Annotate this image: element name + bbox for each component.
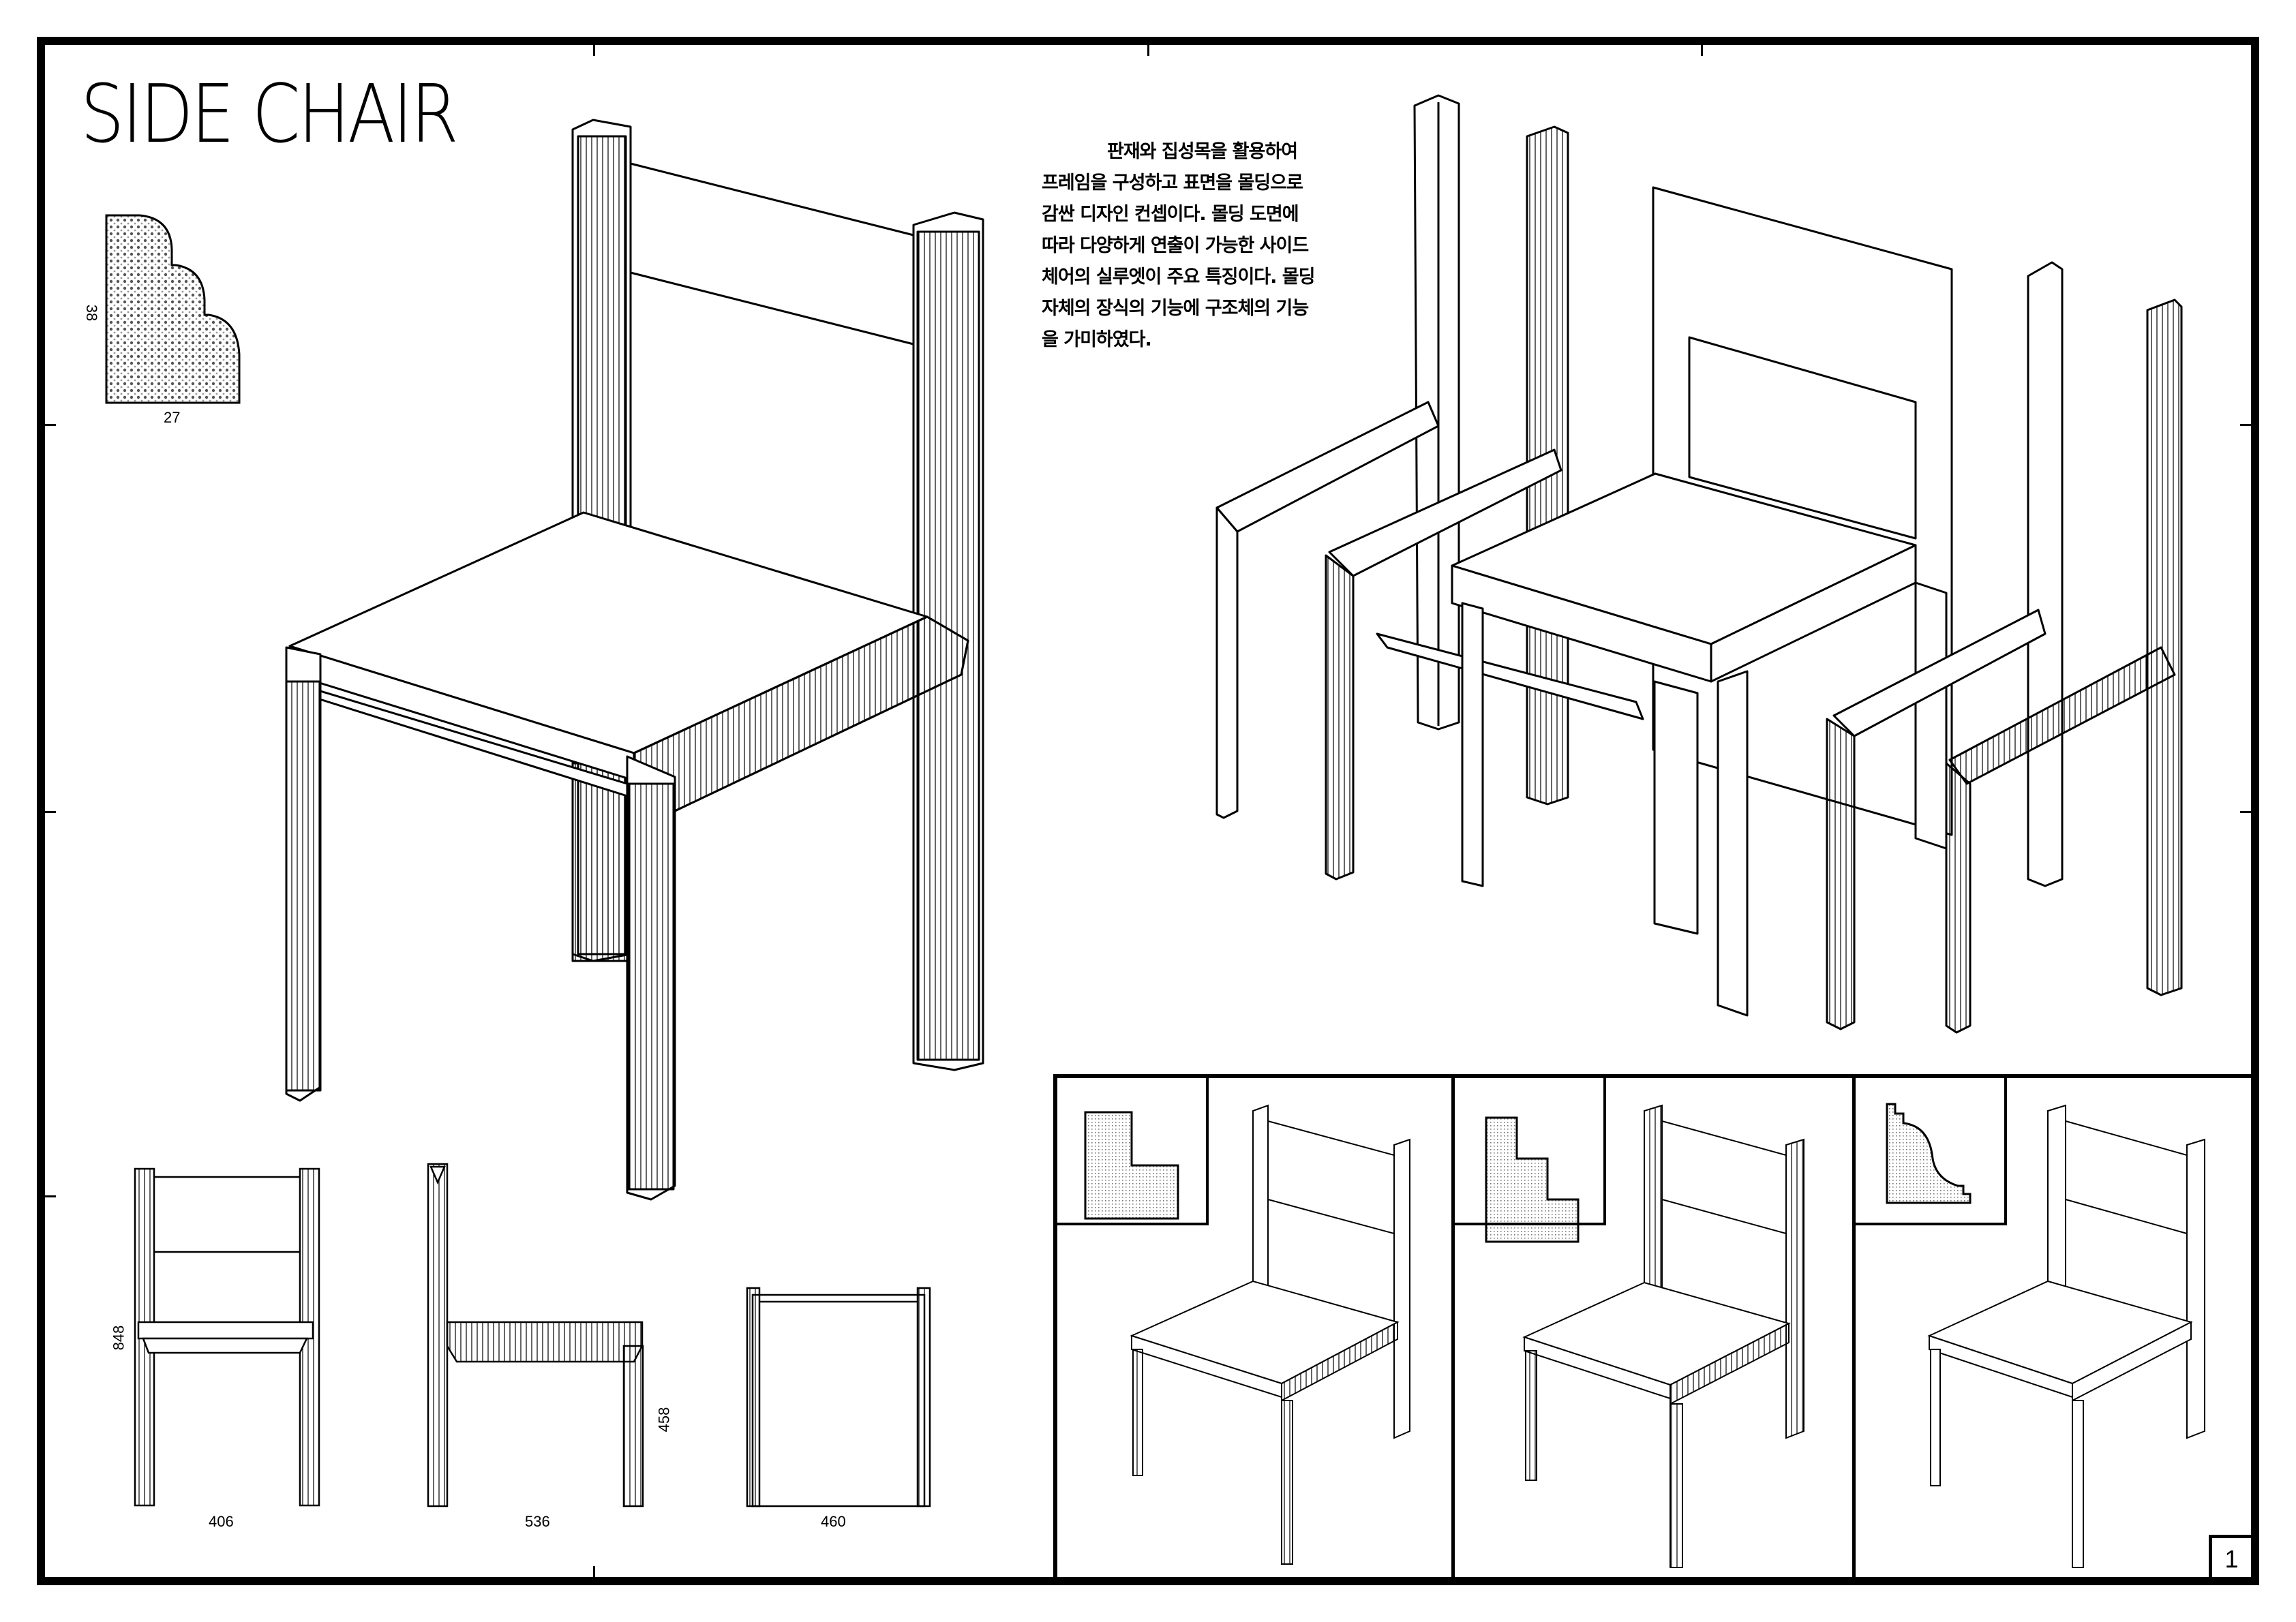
description-line: 체어의 실루엣이 주요 특징이다. 몰딩 [1042,266,1315,288]
registration-tick-left-2 [45,811,56,813]
variant-profile-inset-3 [1856,1078,2007,1225]
description-line: 판재와 집성목을 활용하여 [1107,141,1298,162]
orthographic-top-view [746,1287,931,1508]
variants-panel-left-border [1053,1074,1057,1578]
front-view-height-label: 848 [110,1325,127,1351]
variant-chair-1 [1130,1104,1410,1565]
registration-tick-top-2 [1147,45,1149,56]
page-title: SIDE CHAIR [80,67,459,161]
design-description: 판재와 집성목을 활용하여 프레임을 구성하고 표면을 몰딩으로 감싼 디자인 … [1042,136,1342,356]
registration-tick-right-2 [2240,811,2251,813]
registration-tick-top-3 [1701,45,1703,56]
variant-profile-1 [1084,1111,1179,1220]
orthographic-side-view [427,1163,644,1508]
molding-profile-main [105,214,241,404]
registration-tick-top-1 [593,45,595,56]
description-line: 따라 다양하게 연출이 가능한 사이드 [1042,235,1309,256]
page-frame [37,37,2259,1585]
profile-height-label: 38 [83,304,101,322]
orthographic-front-view [134,1167,320,1507]
description-line: 감싼 디자인 컨셉이다. 몰딩 도면에 [1042,204,1299,225]
page-number: 1 [2209,1535,2259,1585]
variant-profile-2 [1485,1116,1580,1243]
registration-tick-right-1 [2240,424,2251,426]
registration-tick-left-1 [45,424,56,426]
description-line: 프레임을 구성하고 표면을 몰딩으로 [1042,172,1303,194]
variant-chair-3 [1927,1104,2205,1568]
variants-divider-2 [1852,1074,1856,1578]
variant-profile-inset-2 [1455,1078,1606,1225]
description-line: 을 가미하였다. [1042,329,1152,350]
variant-profile-3 [1886,1103,1972,1204]
isometric-chair-main [285,119,984,1201]
variant-chair-2 [1522,1104,1804,1568]
side-view-height-label: 458 [655,1407,673,1433]
top-view-width-label: 460 [821,1513,846,1530]
registration-tick-left-3 [45,1195,56,1197]
variants-divider-1 [1451,1074,1455,1578]
exploded-view [1215,94,2183,1034]
variants-panel-top-border [1053,1074,2253,1078]
registration-tick-bottom-1 [593,1566,595,1577]
description-line: 자체의 장식의 기능에 구조체의 기능 [1042,298,1309,319]
front-view-width-label: 406 [209,1513,234,1530]
variant-profile-inset-1 [1057,1078,1209,1225]
side-view-width-label: 536 [525,1513,550,1530]
profile-width-label: 27 [164,409,181,426]
